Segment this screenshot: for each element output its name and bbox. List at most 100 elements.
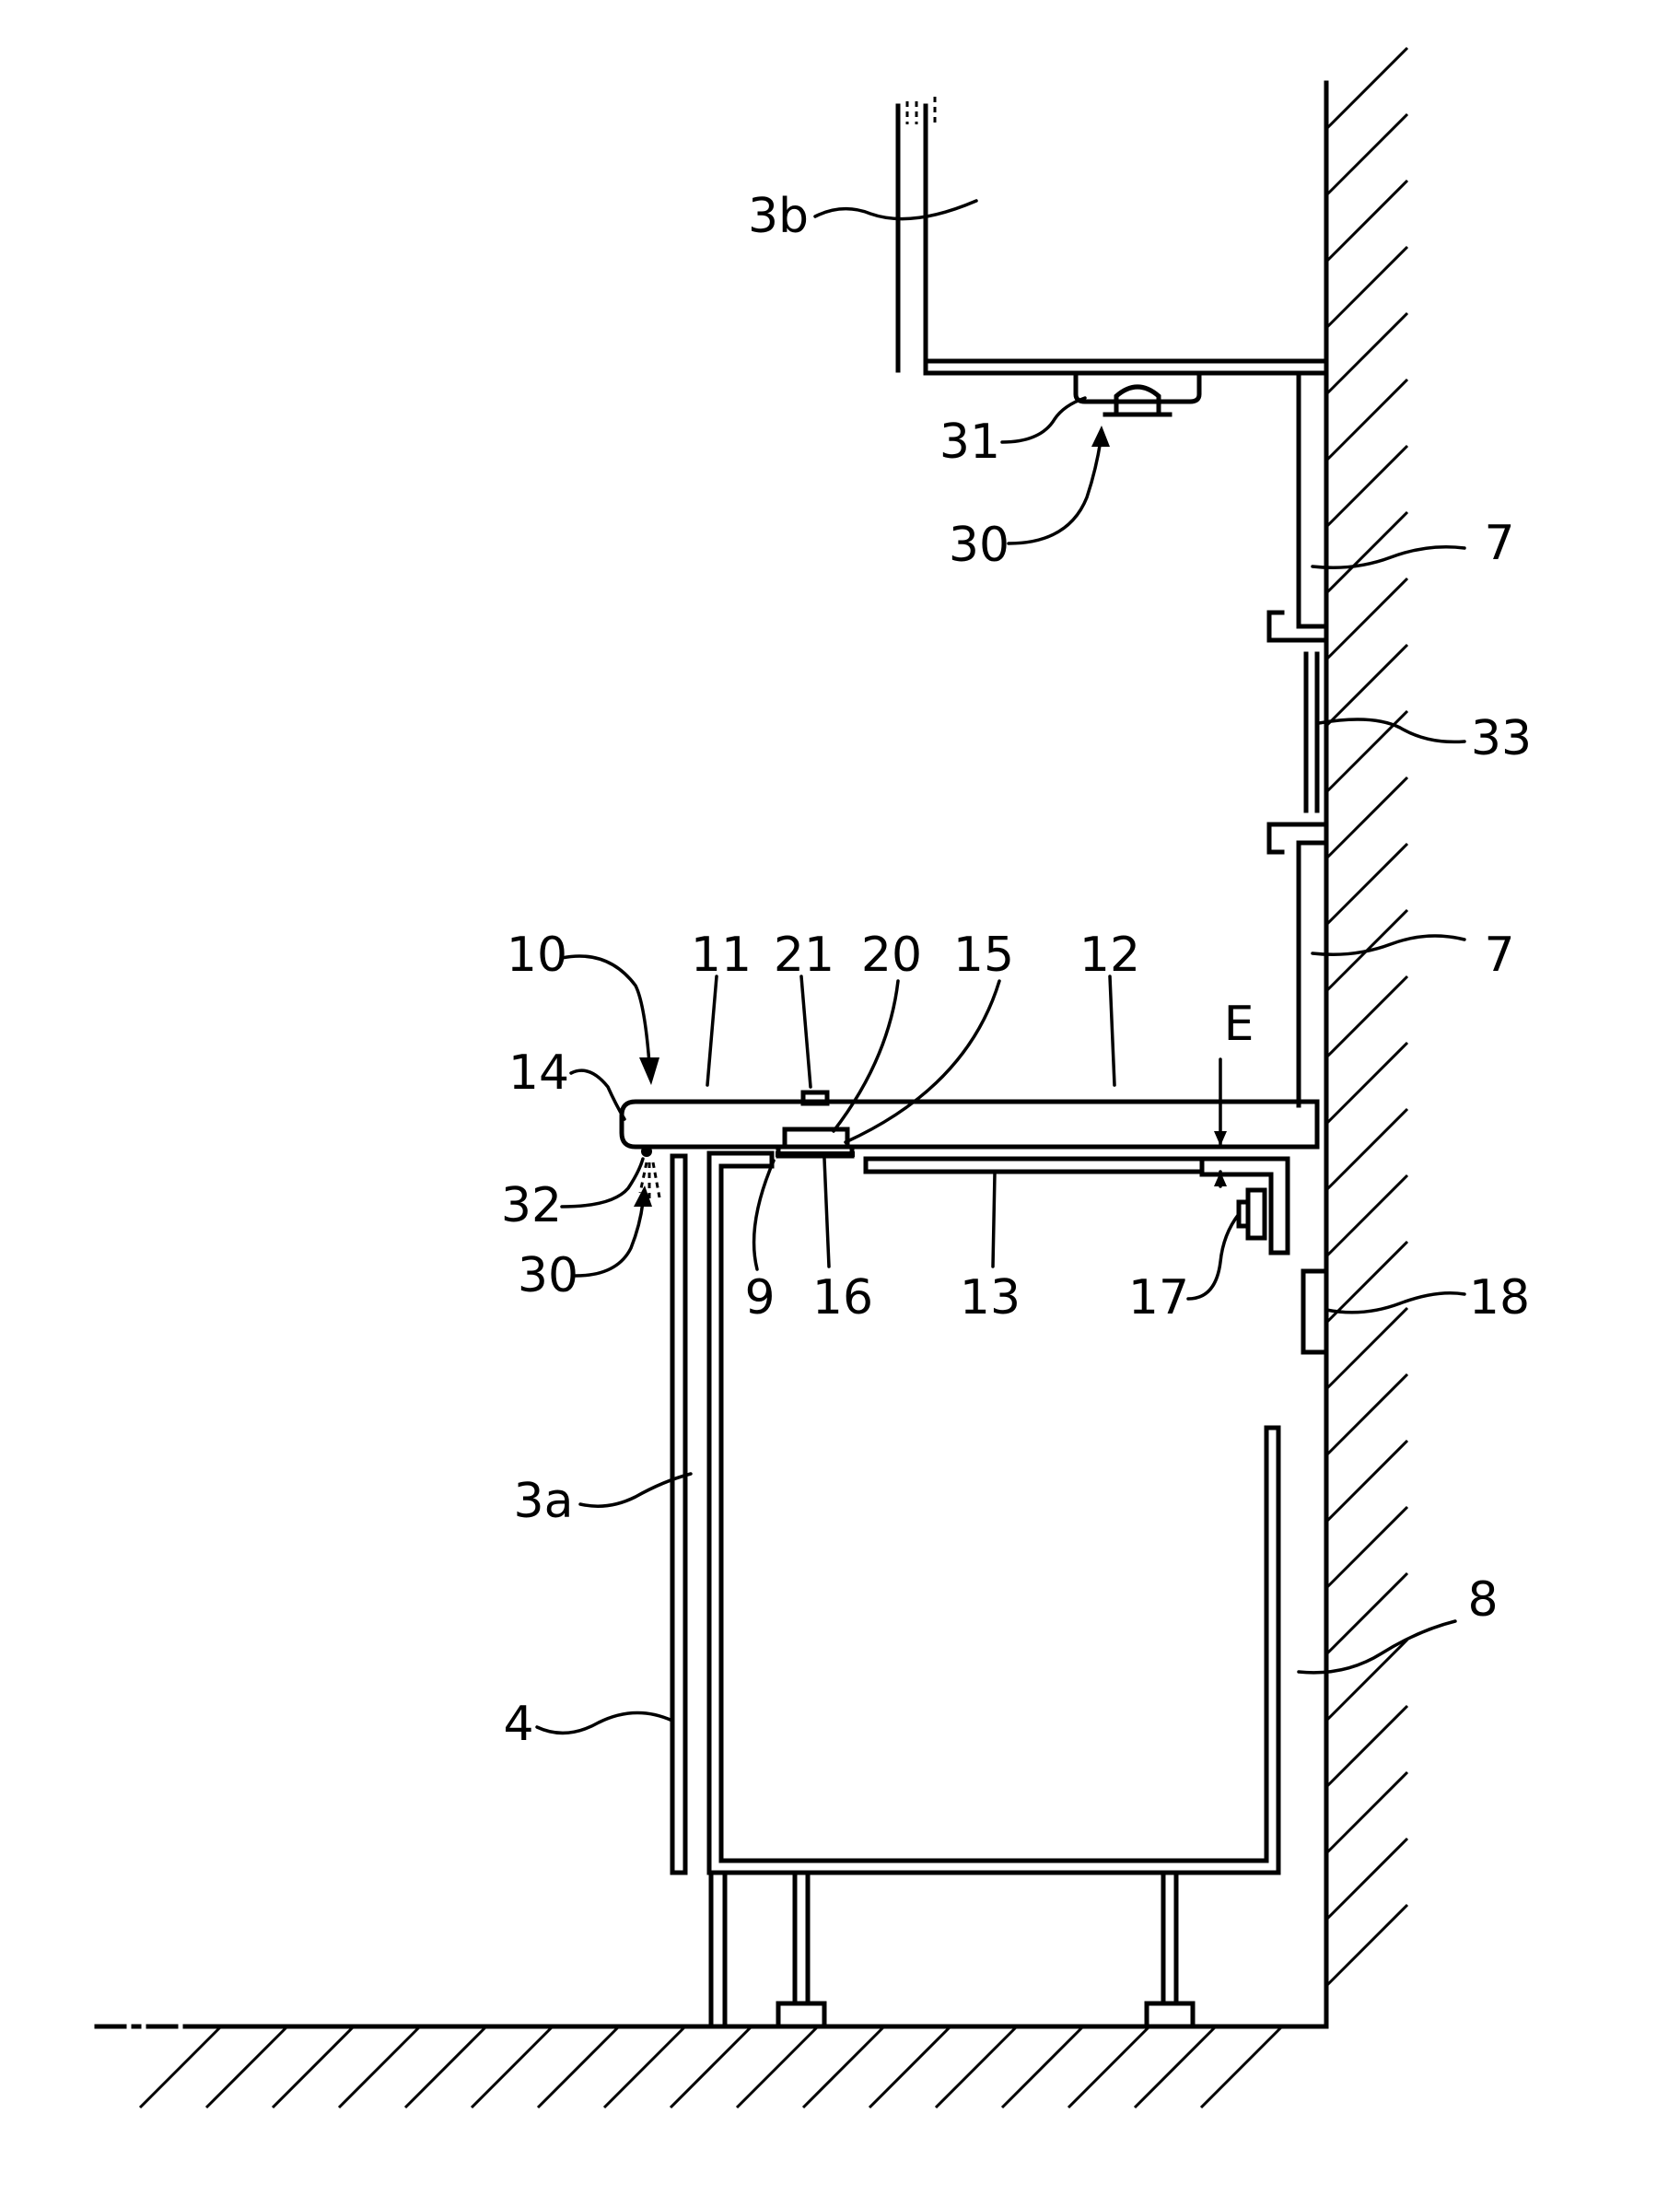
- label-4: 4: [503, 1697, 533, 1752]
- wall-hatch-stroke: [1326, 844, 1407, 925]
- leader-7-mid: [1312, 936, 1464, 954]
- floor-hatching: [140, 2026, 1282, 2108]
- wall-hatch-stroke: [1326, 48, 1407, 129]
- floor-hatch-stroke: [1002, 2026, 1083, 2108]
- leader-4: [537, 1712, 672, 1733]
- label-7-mid: 7: [1484, 928, 1514, 983]
- leader-31: [1002, 398, 1085, 442]
- wall-hatch-stroke: [1326, 645, 1407, 726]
- label-31: 31: [939, 415, 1000, 470]
- worktop-outline: [622, 1102, 1317, 1147]
- floor-hatch-stroke: [671, 2026, 752, 2108]
- arrow-10: [639, 1057, 659, 1085]
- floor-hatch-stroke: [737, 2026, 818, 2108]
- leader-30-bot: [576, 1202, 643, 1276]
- floor-hatch-stroke: [405, 2026, 486, 2108]
- label-32: 32: [501, 1178, 562, 1233]
- label-13: 13: [960, 1270, 1021, 1325]
- wall-hatch-stroke: [1326, 1640, 1407, 1721]
- wall-hatch-stroke: [1326, 181, 1407, 262]
- label-E: E: [1224, 997, 1254, 1052]
- label-17: 17: [1128, 1270, 1189, 1325]
- leader-8: [1299, 1621, 1455, 1673]
- leg-rear-foot: [1147, 2003, 1193, 2026]
- floor-hatch-stroke: [1201, 2026, 1282, 2108]
- label-10: 10: [507, 928, 567, 983]
- wall-hatch-stroke: [1326, 1308, 1407, 1389]
- leader-33: [1319, 719, 1464, 742]
- label-3b: 3b: [748, 189, 809, 244]
- wall-hatch-stroke: [1326, 1043, 1407, 1124]
- label-7-top: 7: [1484, 516, 1514, 571]
- leader-10: [562, 956, 649, 1064]
- leader-11: [707, 976, 717, 1085]
- labels: 3b 31 30 7 33 7 10 11 21 20 15 12 E 14 3…: [501, 189, 1532, 1752]
- wall-hatch-stroke: [1326, 1772, 1407, 1853]
- outlet-box: [1303, 1271, 1326, 1352]
- back-panel-7-upper: [1299, 373, 1326, 626]
- floor-hatch-stroke: [1135, 2026, 1216, 2108]
- dimension-E: [1214, 1059, 1227, 1186]
- dim-E-arrow-top: [1214, 1131, 1227, 1146]
- floor-hatch-stroke: [339, 2026, 420, 2108]
- leader-12: [1110, 976, 1114, 1085]
- wall-hatch-stroke: [1326, 512, 1407, 593]
- leader-17: [1188, 1214, 1239, 1299]
- leg-mid-foot: [778, 2003, 824, 2026]
- wall-hatch-stroke: [1326, 1839, 1407, 1920]
- light-32-dot: [641, 1146, 652, 1157]
- wall-hatch-stroke: [1326, 1175, 1407, 1256]
- label-18: 18: [1469, 1270, 1530, 1325]
- label-30-bot: 30: [518, 1248, 578, 1303]
- label-3a: 3a: [514, 1474, 574, 1529]
- label-11: 11: [691, 928, 752, 983]
- shelf-plate: [866, 1159, 1202, 1172]
- base-cabinet: [672, 1153, 1278, 1873]
- worktop-10: [622, 1102, 1317, 1147]
- floor-hatch-stroke: [1068, 2026, 1149, 2108]
- lamp-31: [1076, 373, 1199, 415]
- label-33: 33: [1471, 711, 1532, 766]
- wall-hatch-stroke: [1326, 114, 1407, 195]
- wall-hatch-stroke: [1326, 777, 1407, 858]
- floor-hatch-stroke: [869, 2026, 951, 2108]
- light-strip-33: [1269, 613, 1326, 852]
- wall-hatch-stroke: [1326, 1374, 1407, 1455]
- floor-hatch-stroke: [472, 2026, 553, 2108]
- rail-21: [803, 1092, 827, 1104]
- label-15: 15: [953, 928, 1014, 983]
- back-panel-7-lower: [1299, 843, 1326, 1105]
- arrow-30-top: [1091, 426, 1110, 447]
- leader-15: [846, 981, 999, 1142]
- leader-20: [834, 981, 898, 1131]
- floor-hatch-stroke: [140, 2026, 221, 2108]
- legs: [711, 1873, 1193, 2026]
- wall-hatching: [1326, 48, 1407, 1986]
- leader-13: [993, 1174, 995, 1267]
- floor: [97, 2026, 1326, 2108]
- floor-hatch-stroke: [604, 2026, 685, 2108]
- door-4: [672, 1156, 685, 1873]
- upper-cabinet-body: [926, 106, 1326, 373]
- label-8: 8: [1467, 1572, 1498, 1628]
- floor-hatch-stroke: [936, 2026, 1017, 2108]
- upper-cabinet-3b: [898, 97, 1326, 373]
- wall-hatch-stroke: [1326, 247, 1407, 328]
- wall-hatch-stroke: [1326, 976, 1407, 1057]
- wall-hatch-stroke: [1326, 380, 1407, 461]
- leader-7-top: [1312, 547, 1464, 568]
- wall-hatch-stroke: [1326, 446, 1407, 527]
- outlet-18: [1303, 1271, 1326, 1352]
- shelf-bracket: [1202, 1159, 1288, 1253]
- wall-hatch-stroke: [1326, 1573, 1407, 1654]
- leader-16: [824, 1159, 829, 1267]
- wall: [1326, 48, 1407, 2026]
- floor-hatch-stroke: [273, 2026, 354, 2108]
- slide-20: [785, 1129, 847, 1147]
- wall-hatch-stroke: [1326, 1441, 1407, 1522]
- runner-16: [776, 1151, 855, 1157]
- ray-3: [653, 1162, 659, 1197]
- wall-hatch-stroke: [1326, 313, 1407, 394]
- label-9: 9: [744, 1270, 775, 1325]
